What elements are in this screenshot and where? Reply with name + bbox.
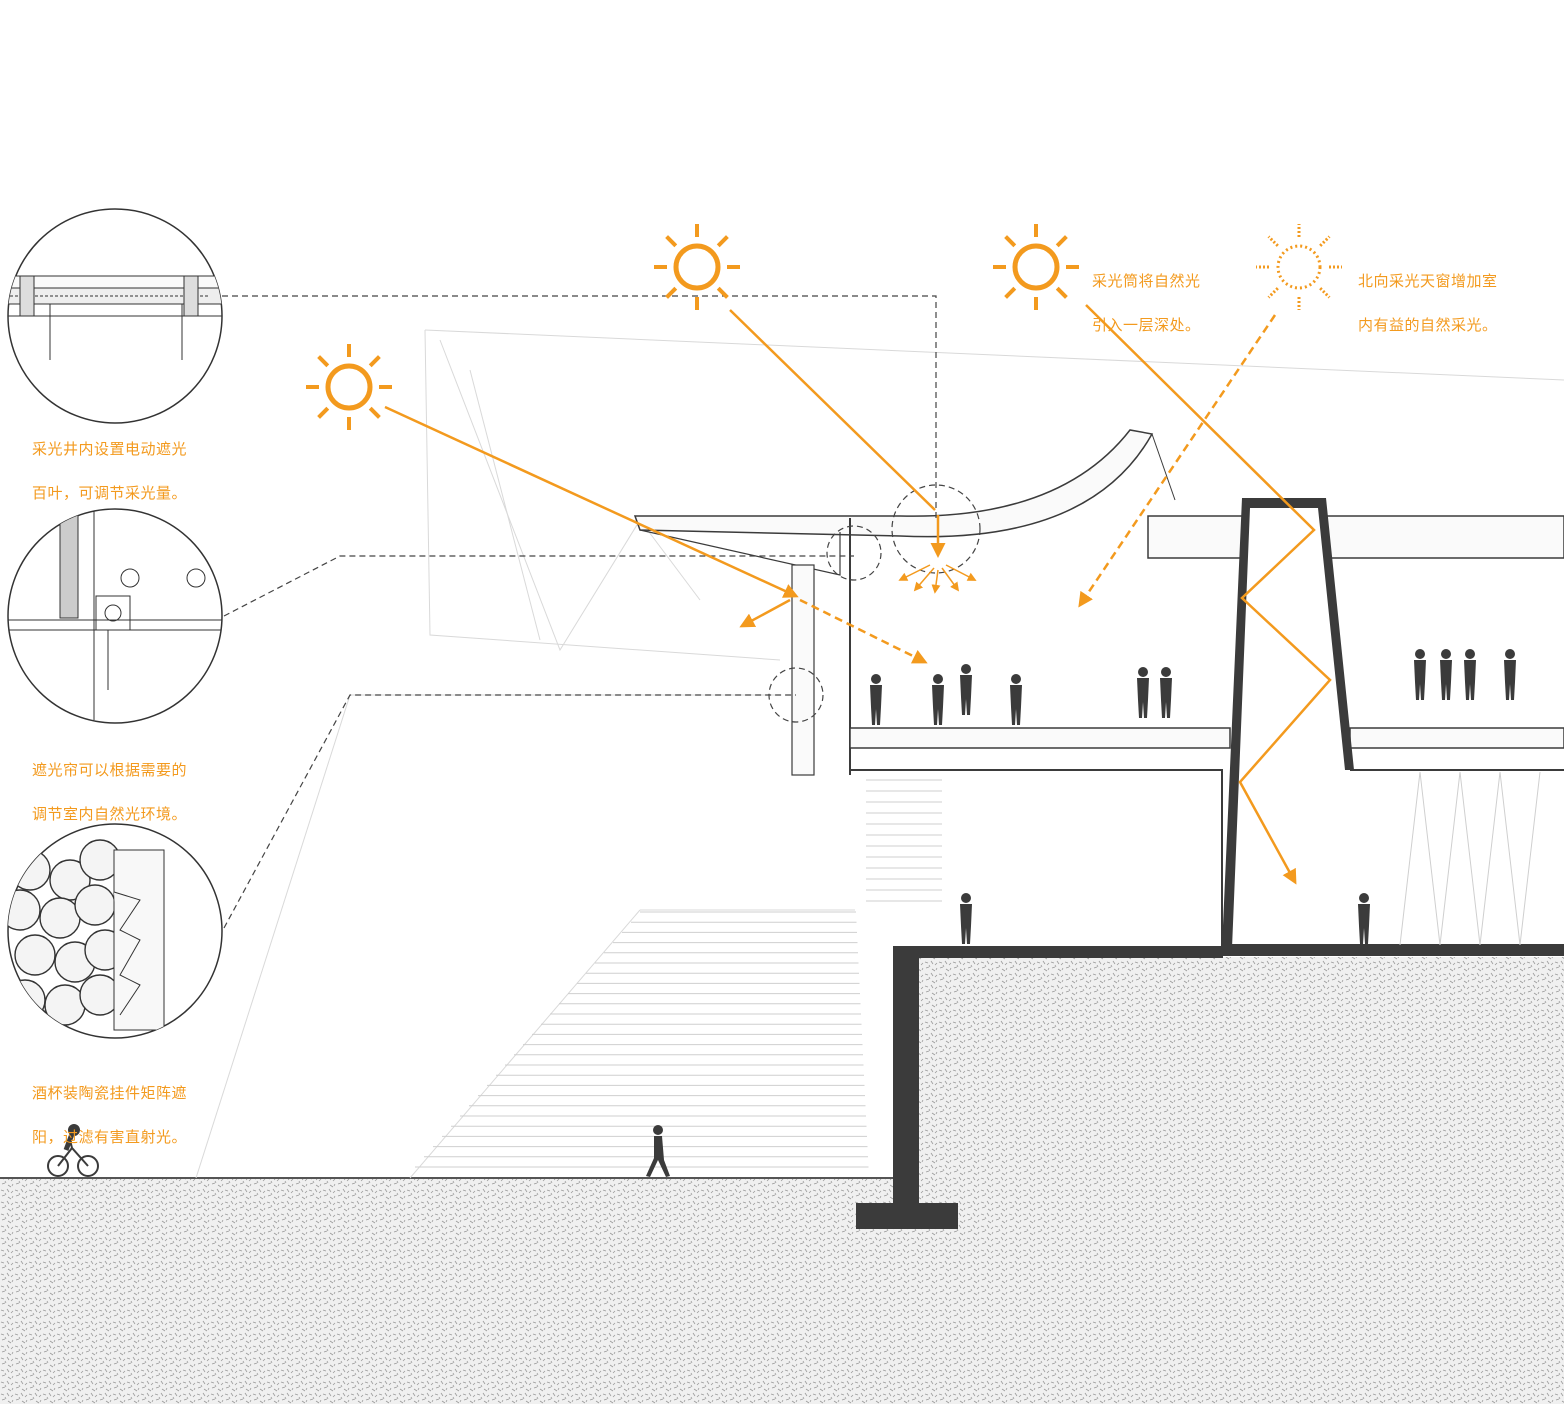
person-silhouette: [1414, 649, 1426, 700]
foundation: [856, 944, 1564, 1229]
annotation-ceramic: 酒杯装陶瓷挂件矩阵遮 阳，过滤有害直射光。: [32, 1060, 187, 1170]
people: [870, 649, 1516, 944]
scatter-rays: [898, 564, 977, 594]
cyclist: [47, 1124, 99, 1177]
annotation-line: 采光井内设置电动遮光: [32, 440, 188, 458]
annotation-louver: 采光井内设置电动遮光 百叶，可调节采光量。: [32, 416, 187, 526]
person-silhouette: [960, 664, 972, 715]
upper-floor: [791, 518, 1564, 948]
sun-icon: [993, 224, 1079, 310]
sun-icon: [306, 344, 392, 430]
person-silhouette: [1137, 667, 1149, 718]
sun-dotted-icon: [1256, 224, 1342, 310]
suns: [306, 224, 1342, 430]
person-silhouette: [1358, 893, 1370, 944]
annotation-line: 北向采光天窗增加室: [1358, 272, 1498, 290]
person-silhouette: [1464, 649, 1476, 700]
walker: [646, 1125, 670, 1177]
sun-icon: [654, 224, 740, 310]
person-silhouette: [870, 674, 882, 725]
stairs: [415, 779, 942, 1168]
person-silhouette: [1440, 649, 1452, 700]
person-silhouette: [1010, 674, 1022, 725]
person-silhouette: [1160, 667, 1172, 718]
light-tube: [1222, 498, 1354, 948]
annotation-line: 采光筒将自然光: [1092, 272, 1201, 290]
person-silhouette: [932, 674, 944, 725]
annotation-line: 阳，过滤有害直射光。: [32, 1128, 188, 1146]
annotation-curtain: 遮光帘可以根据需要的 调节室内自然光环境。: [32, 737, 187, 847]
annotation-north-skylight: 北向采光天窗增加室 内有益的自然采光。: [1358, 248, 1498, 358]
light-rays: [384, 304, 1332, 885]
ground: [0, 957, 1564, 1404]
detail-ceramic: [7, 823, 223, 1039]
annotation-line: 调节室内自然光环境。: [32, 805, 188, 823]
annotation-line: 引入一层深处。: [1092, 316, 1201, 334]
light-cones: [1399, 771, 1541, 946]
person-silhouette: [1504, 649, 1516, 700]
background-building: [195, 329, 1564, 1179]
roof: [633, 429, 1564, 576]
annotation-line: 酒杯装陶瓷挂件矩阵遮: [32, 1084, 188, 1102]
person-silhouette: [960, 893, 972, 944]
annotation-line: 内有益的自然采光。: [1358, 316, 1498, 334]
detail-curtain: [7, 508, 223, 724]
detail-louver: [7, 208, 223, 424]
annotation-line: 百叶，可调节采光量。: [32, 484, 188, 502]
leader-lines: [222, 295, 981, 929]
annotation-line: 遮光帘可以根据需要的: [32, 761, 188, 779]
annotation-skylight-tube: 采光筒将自然光 引入一层深处。: [1092, 248, 1201, 358]
